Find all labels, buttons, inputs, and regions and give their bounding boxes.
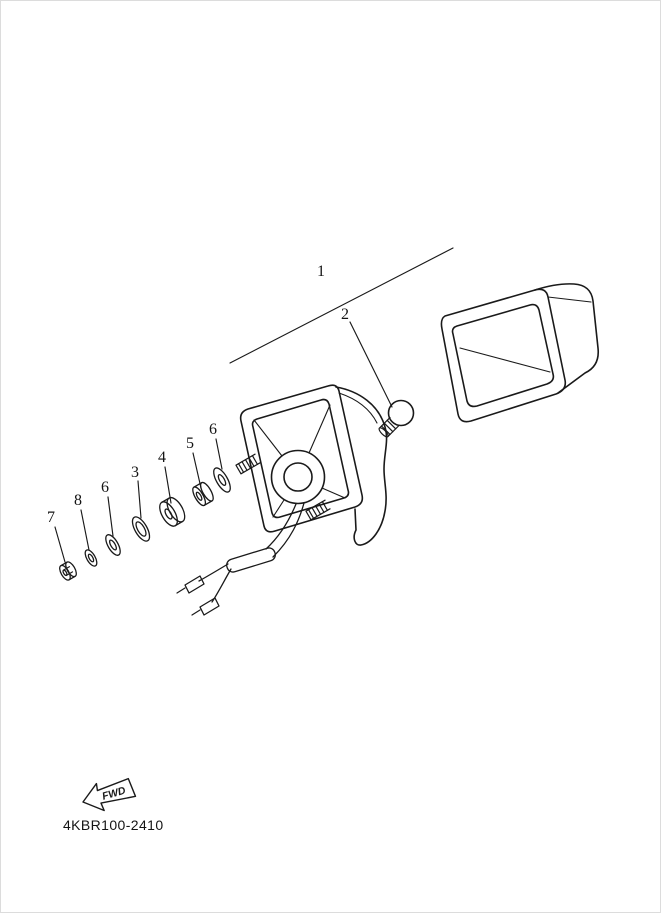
washer-part6-b: [105, 534, 121, 556]
callout-6-lower: 6: [101, 479, 109, 496]
lens-opening: [451, 303, 555, 408]
washer-part6-a: [213, 467, 231, 493]
leader-line-4: [164, 466, 172, 504]
wire-sleeve: [226, 547, 276, 573]
lens-interior-line: [459, 347, 551, 373]
wire-a: [198, 563, 229, 582]
callout-3: 3: [131, 464, 139, 481]
nut-part7: [59, 561, 77, 581]
callout-5: 5: [186, 435, 194, 452]
leader-line-2: [349, 321, 393, 408]
leader-line-3: [137, 480, 142, 519]
collar-part5: [192, 481, 214, 507]
fwd-arrow: FWD: [82, 777, 137, 812]
washer-part8: [84, 549, 98, 567]
leader-line-6a: [215, 438, 223, 470]
leader-line-5: [192, 452, 202, 489]
bulb-socket-hole: [283, 462, 313, 492]
wire-connector-b: [191, 597, 220, 616]
mounting-stud-lower: [305, 499, 331, 521]
wire-b: [211, 568, 232, 603]
callout-1: 1: [317, 263, 325, 280]
callout-4: 4: [158, 449, 166, 466]
fastener-stack: [59, 467, 231, 581]
callout-7: 7: [47, 509, 55, 526]
housing-frame-inner: [251, 398, 350, 519]
callout-8: 8: [74, 492, 82, 509]
leader-line-7: [54, 526, 66, 563]
wire-upper: [265, 503, 297, 550]
wire-lower: [272, 502, 305, 558]
diagram-part-code: 4KBR100-2410: [63, 817, 164, 833]
mounting-stud-upper: [235, 453, 261, 475]
grommet-part4: [159, 496, 186, 527]
leader-lines: [54, 247, 454, 563]
lens-front-face: [440, 288, 567, 423]
bulb-base: [378, 416, 400, 438]
wiring-harness: [176, 502, 305, 616]
bulb: [378, 399, 415, 438]
leader-line-6b: [107, 496, 114, 537]
lens-body-depth: [534, 283, 600, 394]
fwd-arrow-outline: [82, 777, 137, 812]
bulb-glass: [387, 399, 415, 427]
lens-depth-edge: [547, 296, 592, 303]
wire-connector-a: [176, 575, 205, 594]
housing-body: [335, 386, 388, 546]
callout-6-upper: 6: [209, 421, 217, 438]
washer-part3: [131, 516, 151, 542]
housing: [235, 384, 388, 546]
leader-line-1: [229, 247, 454, 364]
callout-2: 2: [341, 306, 349, 323]
bulb-socket-ring: [270, 449, 326, 505]
housing-body-edge: [338, 392, 378, 424]
leader-line-8: [80, 509, 90, 551]
lens-unit: [440, 283, 600, 423]
housing-interior-lines: [253, 404, 346, 518]
